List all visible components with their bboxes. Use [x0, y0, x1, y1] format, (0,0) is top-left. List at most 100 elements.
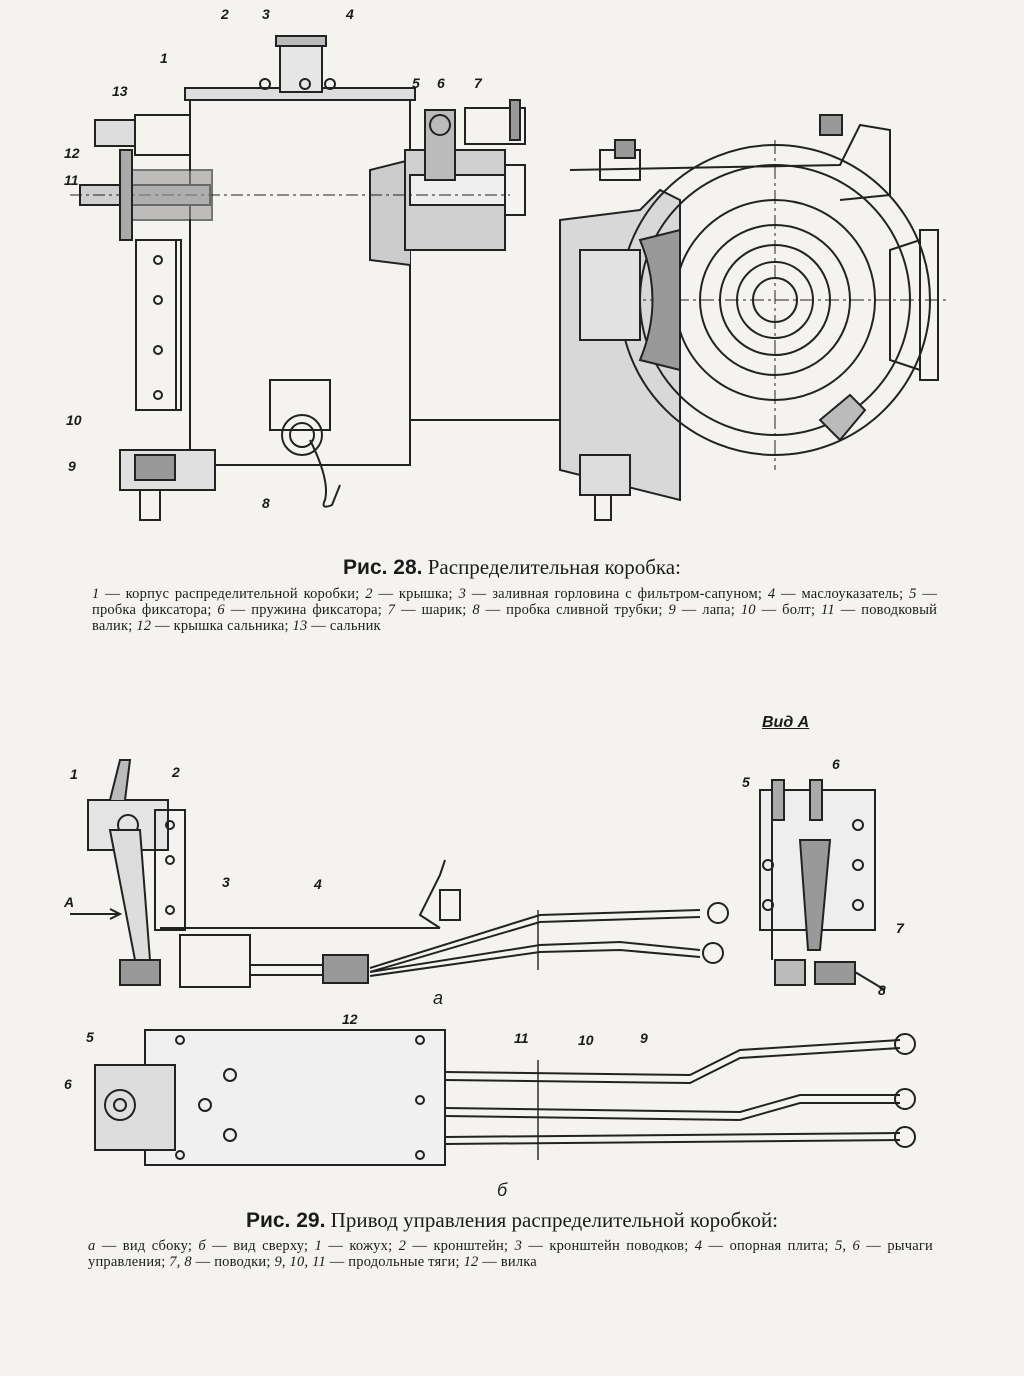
callout-b-5: 5 [86, 1029, 94, 1045]
legend-text: рычаги управления; [88, 1238, 933, 1270]
legend-text: крышка; [398, 586, 453, 602]
legend-number: 7 [387, 602, 396, 618]
legend-text: заливная горловина с фильтром-сапуном; [492, 586, 763, 602]
legend-item: 2 — крышка; [365, 586, 453, 602]
legend-text: пробка фиксатора; [92, 602, 212, 618]
fig29-legend: а — вид сбоку; б — вид сверху; 1 — кожух… [88, 1238, 933, 1270]
callout-b-10: 10 [578, 1032, 594, 1048]
legend-number: 4 [767, 586, 776, 602]
legend-text: лапа; [702, 602, 736, 618]
fig28-caption-title: Рис. 28. Распределительная коробка: [0, 555, 1024, 580]
callout-7: 7 [474, 75, 482, 91]
legend-text: корпус распределительной коробки; [125, 586, 360, 602]
legend-item: б — вид сверху; [198, 1238, 309, 1254]
legend-item: 8 — пробка сливной трубки; [472, 602, 663, 618]
legend-item: 9, 10, 11 — продольные тяги; [274, 1254, 460, 1270]
legend-item: 3 — заливная горловина с фильтром-сапуно… [458, 586, 763, 602]
legend-number: 2 [365, 586, 373, 602]
legend-number: 4 [694, 1238, 703, 1254]
legend-number: 9, 10, 11 [274, 1254, 326, 1270]
legend-item: 10 — болт; [740, 602, 816, 618]
legend-number: а [88, 1238, 96, 1254]
sub-a-label: а [433, 988, 444, 1008]
callout-a-12: 12 [342, 1011, 358, 1027]
legend-item: 11 — поводковый валик; [92, 602, 938, 634]
legend-text: болт; [782, 602, 816, 618]
legend-number: 11 [821, 602, 835, 618]
figure-28-drawing [40, 0, 1000, 545]
legend-text: продольные тяги; [348, 1254, 460, 1270]
callout-1: 1 [160, 50, 168, 66]
legend-number: 12 [463, 1254, 479, 1270]
callout-8: 8 [262, 495, 270, 511]
legend-number: 3 [458, 586, 467, 602]
legend-text: вид сверху; [233, 1238, 309, 1254]
callout-view-8: 8 [878, 982, 886, 998]
legend-item: 3 — кронштейн поводков; [514, 1238, 689, 1254]
legend-item: 6 — пружина фиксатора; [217, 602, 382, 618]
legend-number: 2 [398, 1238, 407, 1254]
fig28-caption-text: Распределительная коробка: [427, 555, 681, 579]
callout-b-6: 6 [64, 1076, 72, 1092]
legend-item: 9 — лапа; [668, 602, 736, 618]
callout-a-4: 4 [314, 876, 322, 892]
legend-item: а — вид сбоку; [88, 1238, 193, 1254]
legend-text: кронштейн поводков; [549, 1238, 689, 1254]
callout-11: 11 [64, 172, 79, 188]
legend-number: 8 [472, 602, 480, 618]
legend-item: 5, 6 — рычаги управления; [88, 1238, 933, 1270]
legend-item: 5 — пробка фиксатора; [92, 586, 938, 618]
view-a-label: Вид А [762, 714, 810, 731]
sub-b-label: б [497, 1180, 508, 1200]
legend-item: 1 — кожух; [314, 1238, 393, 1254]
callout-6: 6 [437, 75, 445, 91]
callout-3: 3 [262, 6, 270, 22]
fig29-caption-text: Привод управления распределительной коро… [330, 1208, 779, 1232]
legend-number: 7, 8 [169, 1254, 192, 1270]
legend-text: поводки; [214, 1254, 271, 1270]
callout-a-3: 3 [222, 874, 230, 890]
legend-item: 12 — вилка [463, 1254, 537, 1270]
legend-text: крышка сальника; [173, 618, 289, 634]
callout-9: 9 [68, 458, 76, 474]
fig28-legend: 1 — корпус распределительной коробки; 2 … [92, 586, 937, 634]
legend-number: б [198, 1238, 206, 1254]
legend-number: 1 [314, 1238, 323, 1254]
legend-text: кожух; [349, 1238, 393, 1254]
figure-29-drawing [40, 700, 1000, 1205]
callout-5: 5 [412, 75, 420, 91]
callout-4: 4 [346, 6, 354, 22]
legend-item: 4 — опорная плита; [694, 1238, 829, 1254]
legend-number: 5, 6 [834, 1238, 860, 1254]
callout-10: 10 [66, 412, 82, 428]
legend-text: поводковый валик; [92, 602, 938, 634]
legend-number: 12 [136, 618, 152, 634]
legend-text: кронштейн; [433, 1238, 509, 1254]
legend-text: вилка [500, 1254, 537, 1270]
fig29-caption-title: Рис. 29. Привод управления распределител… [0, 1208, 1024, 1233]
legend-item: 1 — корпус распределительной коробки; [92, 586, 360, 602]
legend-item: 7 — шарик; [387, 602, 467, 618]
callout-b-9: 9 [640, 1030, 648, 1046]
legend-number: 9 [668, 602, 676, 618]
fig29-caption-prefix: Рис. 29. [245, 1209, 326, 1232]
legend-text: опорная плита; [729, 1238, 829, 1254]
legend-text: шарик; [421, 602, 467, 618]
callout-b-11: 11 [514, 1030, 529, 1046]
housing-body [189, 94, 411, 466]
callout-view-5: 5 [742, 774, 750, 790]
legend-text: сальник [329, 618, 381, 634]
legend-text: пробка сливной трубки; [506, 602, 663, 618]
callout-view-7: 7 [896, 920, 904, 936]
legend-number: 3 [514, 1238, 523, 1254]
legend-text: маслоуказатель; [801, 586, 904, 602]
callout-view-6: 6 [832, 756, 840, 772]
fig28-caption-prefix: Рис. 28. [343, 556, 423, 579]
legend-number: 6 [217, 602, 225, 618]
legend-number: 5 [909, 586, 917, 602]
callout-12: 12 [64, 145, 80, 161]
arrow-a-label: А [64, 894, 75, 910]
callout-2: 2 [221, 6, 229, 22]
callout-a-2: 2 [172, 764, 180, 780]
legend-item: 4 — маслоуказатель; [767, 586, 904, 602]
